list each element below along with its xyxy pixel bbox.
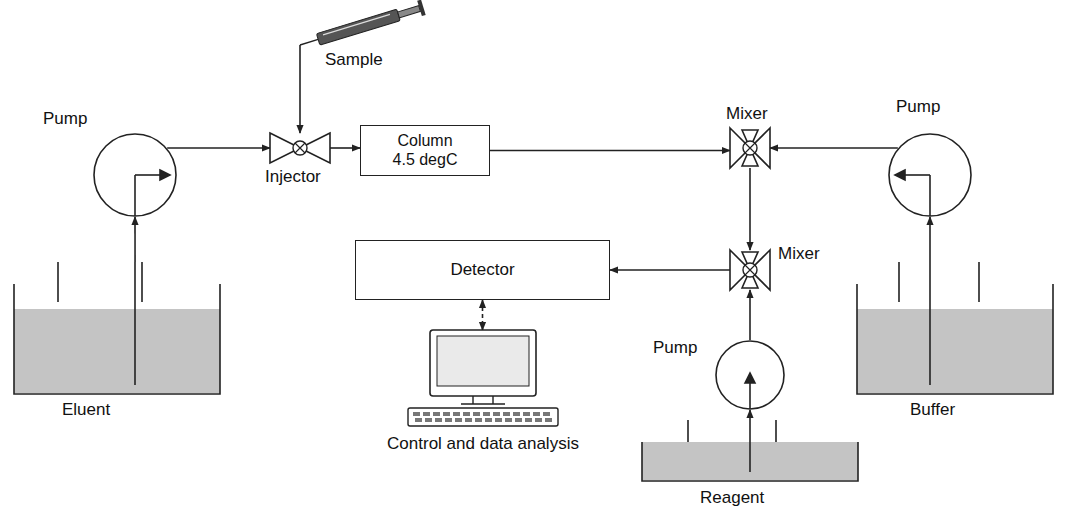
mixer-icon [730,128,770,168]
pump-symbol: Pump [715,340,785,410]
part-label: Sample [325,50,383,70]
flow-line [749,290,751,340]
flow-line [610,269,730,271]
tank-icon [12,262,222,395]
flow-line [490,150,730,152]
part-label: Reagent [700,488,764,508]
tank-icon [855,262,1055,395]
computer-icon [373,330,593,495]
valve-symbol: Injector [270,133,330,163]
process-box: Column 4.5 degC [360,125,490,176]
flow-line [330,147,360,149]
tank-icon [640,420,860,482]
process-box: Detector [355,240,610,300]
pump-symbol: Pump [888,133,972,217]
box-label: Detector [450,260,514,280]
mixer-symbol: Mixer [730,128,770,168]
flow-line [749,410,751,420]
valve-icon [270,133,330,163]
part-label: Pump [653,338,697,358]
tank-symbol: Eluent [12,262,222,395]
part-label: Control and data analysis [373,434,593,454]
part-label: Mixer [726,104,768,124]
part-label: Eluent [62,400,110,420]
syringe-icon [295,0,440,50]
pump-icon [93,133,177,217]
flow-line [134,217,136,262]
pump-symbol: Pump [93,133,177,217]
flow-line [770,147,898,149]
part-label: Injector [265,167,321,187]
mixer-icon [730,250,770,290]
pump-icon [715,340,785,410]
syringe-symbol: Sample [295,0,440,50]
tank-symbol: Reagent [640,420,860,482]
flow-line [749,168,751,250]
mixer-symbol: Mixer [730,250,770,290]
flow-line [299,45,301,133]
tank-symbol: Buffer [855,262,1055,395]
pump-icon [888,133,972,217]
part-label: Pump [896,97,940,117]
box-label: Column 4.5 degC [386,132,464,169]
data-link [482,300,484,330]
computer-symbol: Control and data analysis [373,330,593,495]
flow-line [167,147,270,149]
flow-line [929,217,931,262]
part-label: Mixer [778,244,820,264]
part-label: Buffer [910,400,955,420]
part-label: Pump [43,109,87,129]
